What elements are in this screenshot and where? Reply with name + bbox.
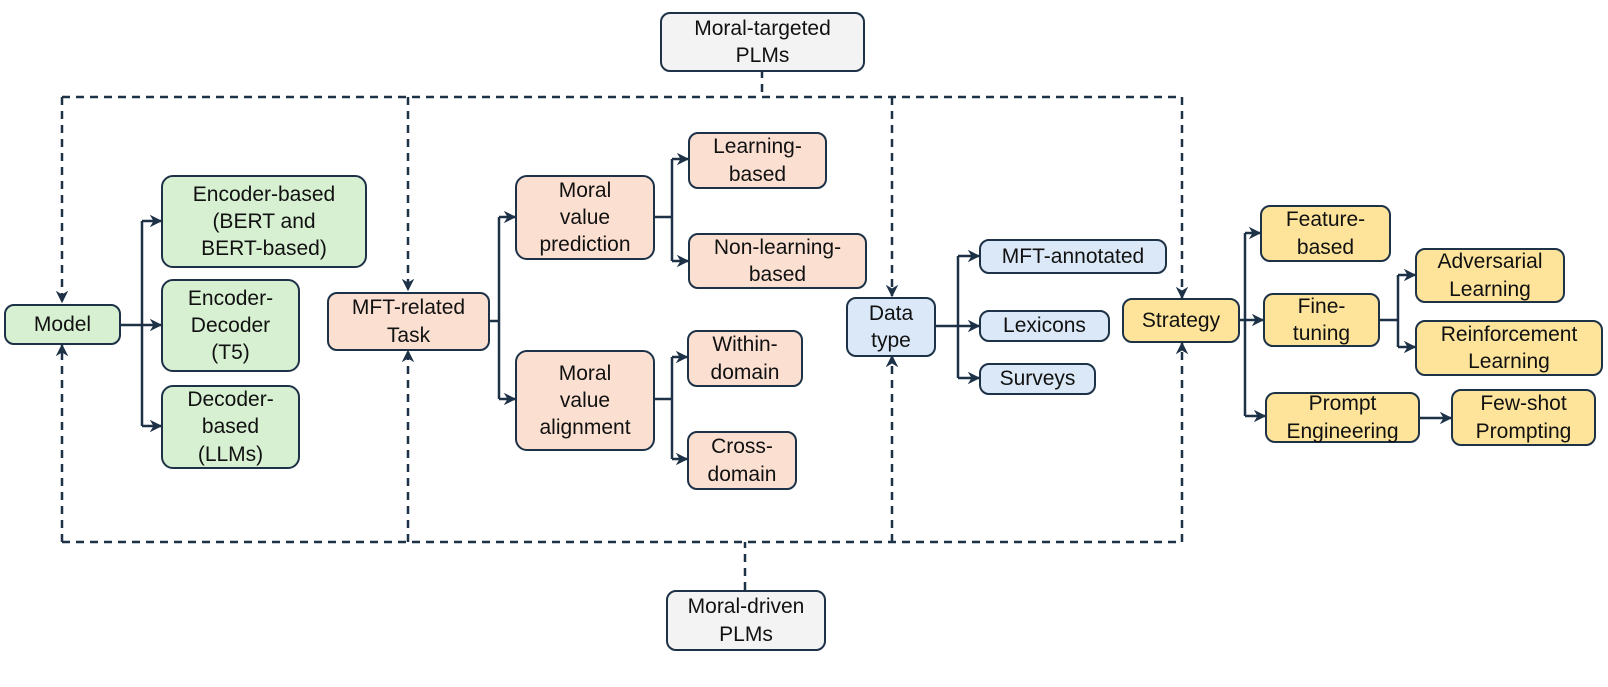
driven-dashed-links [55, 341, 1189, 590]
lexicons-node: Lexicons [979, 310, 1110, 342]
non-learning-based-node: Non-learning- based [688, 233, 867, 289]
encoder-decoder-node: Encoder- Decoder (T5) [161, 279, 300, 372]
mft-annotated-node: MFT-annotated [979, 239, 1167, 274]
decoder-based-node: Decoder- based (LLMs) [161, 385, 300, 469]
adversarial-learning-node: Adversarial Learning [1415, 248, 1565, 303]
feature-based-node: Feature- based [1260, 205, 1391, 262]
data-type-node: Data type [846, 297, 936, 357]
surveys-node: Surveys [979, 363, 1096, 395]
model-branch-links [120, 214, 163, 433]
moral-value-prediction-node: Moral value prediction [515, 175, 655, 260]
cross-domain-node: Cross- domain [687, 431, 797, 490]
model-node: Model [4, 304, 121, 345]
mft-related-task-node: MFT-related Task [327, 292, 490, 351]
few-shot-prompting-node: Few-shot Prompting [1451, 389, 1596, 446]
moral-value-alignment-node: Moral value alignment [515, 350, 655, 451]
task-branch-links [489, 152, 690, 466]
moral-targeted-plms-node: Moral-targeted PLMs [660, 12, 865, 72]
moral-driven-plms-node: Moral-driven PLMs [666, 590, 826, 651]
prompt-engineering-node: Prompt Engineering [1265, 392, 1420, 443]
targeted-dashed-links [55, 70, 1189, 304]
fine-tuning-node: Fine- tuning [1263, 293, 1380, 347]
learning-based-node: Learning- based [688, 132, 827, 189]
strategy-branch-links [1239, 226, 1453, 425]
encoder-based-node: Encoder-based (BERT and BERT-based) [161, 175, 367, 268]
datatype-branch-links [935, 249, 981, 385]
strategy-node: Strategy [1122, 298, 1240, 343]
reinforcement-learning-node: Reinforcement Learning [1415, 320, 1603, 376]
within-domain-node: Within- domain [687, 330, 803, 387]
